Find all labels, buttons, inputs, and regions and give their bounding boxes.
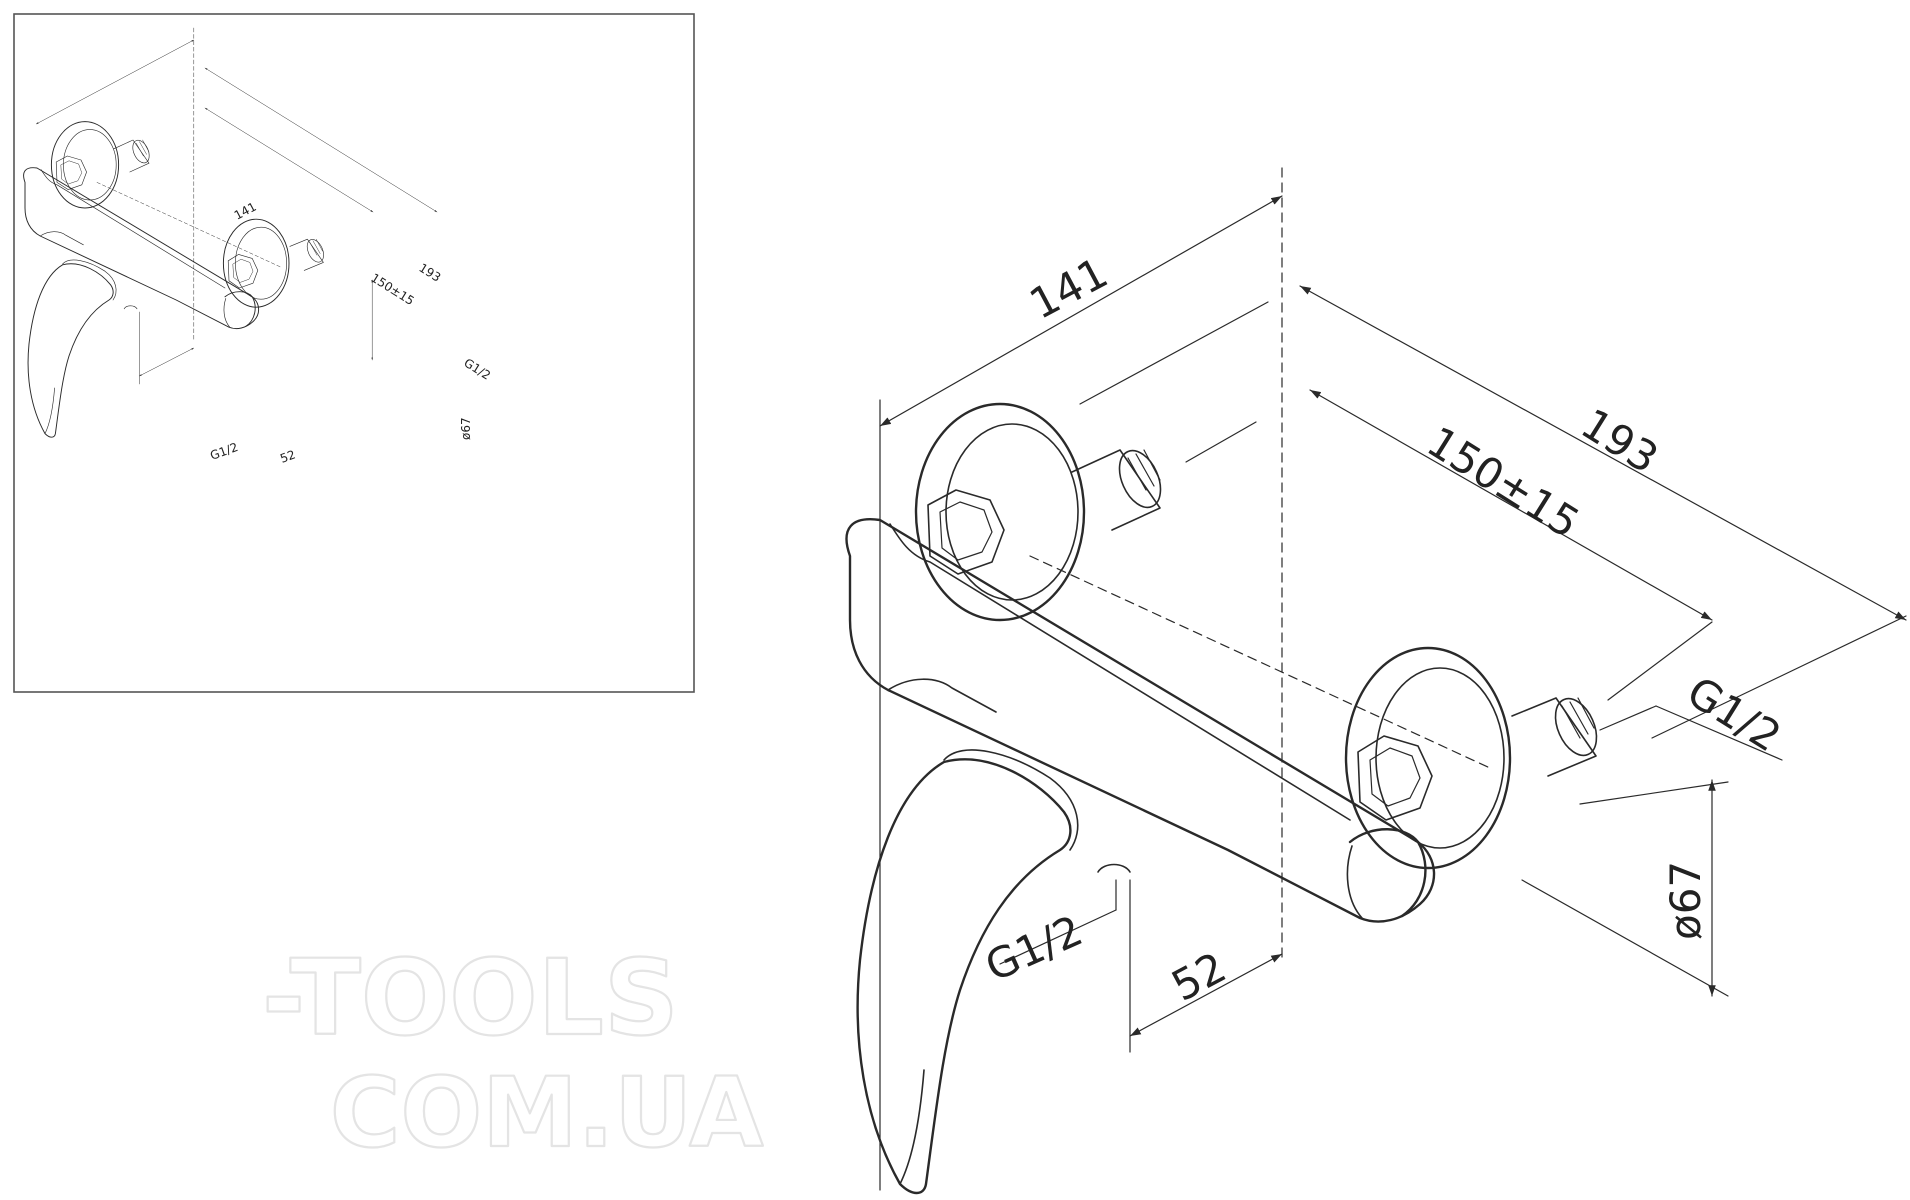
inset-outlet-thread-label: G1/2: [461, 356, 493, 383]
outlet-thread-label: G1/2: [1679, 667, 1790, 762]
centers-label: 150±15: [1419, 417, 1588, 548]
diameter-label: ø67: [1661, 861, 1710, 940]
inset-frame: [13, 13, 695, 693]
watermark-domain: COM.UA: [330, 1057, 763, 1169]
watermark-sm: SM: [100, 937, 278, 1059]
inset-labels: 141 193 150±15 G1/2 ø67 G1/2 52: [208, 200, 493, 466]
inset-inlet-thread-label: G1/2: [208, 440, 240, 463]
inlet-thread-label: G1/2: [978, 906, 1089, 991]
main-labels: 141 193 150±15 G1/2 ø67 G1/2 52: [978, 248, 1789, 1011]
inset-centers-label: 150±15: [368, 271, 416, 308]
offset-label: 52: [1164, 942, 1234, 1010]
inset-drawing: [23, 27, 438, 438]
watermark-tools: -TOOLS: [262, 937, 679, 1059]
watermark: SM -TOOLS COM.UA: [100, 936, 765, 1170]
width-label: 141: [1022, 248, 1116, 329]
inset-offset-label: 52: [278, 447, 297, 465]
inset-diameter-label: ø67: [459, 417, 473, 440]
inset-length-label: 193: [416, 261, 443, 285]
length-label: 193: [1573, 399, 1667, 483]
main-dimensions: [879, 167, 1907, 1191]
main-drawing: [845, 402, 1606, 1195]
